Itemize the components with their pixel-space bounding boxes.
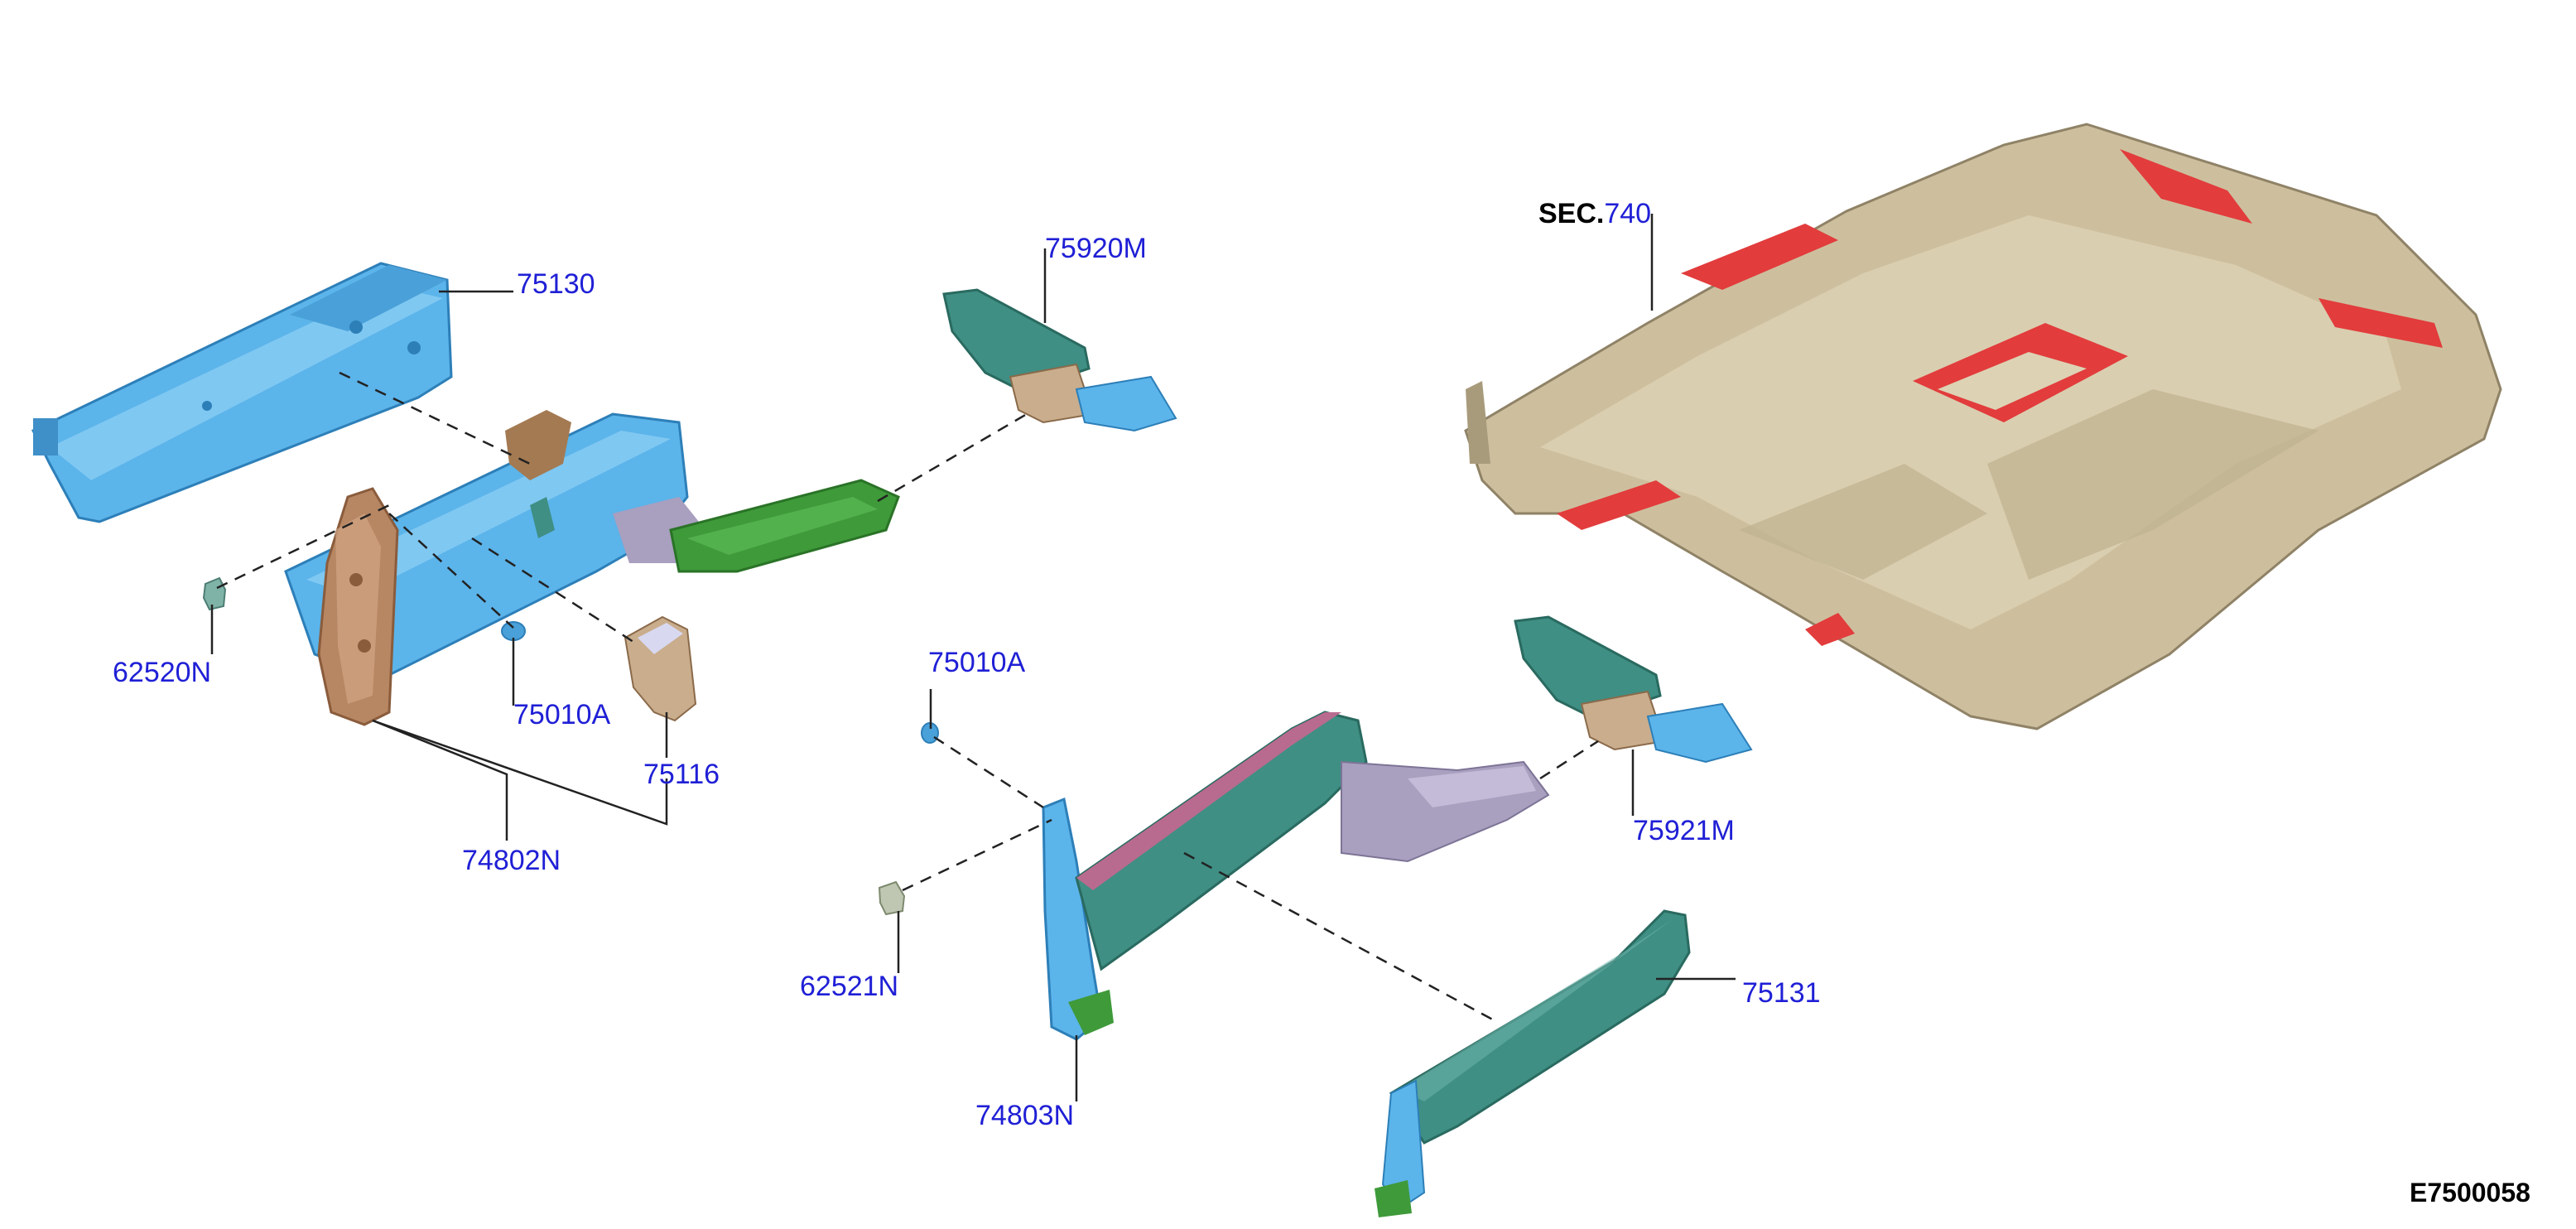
label-75921M: 75921M <box>1633 815 1735 846</box>
label-62521N: 62521N <box>800 971 899 1002</box>
part-75920M-box <box>942 288 1177 432</box>
figure-id: E7500058 <box>2410 1178 2530 1207</box>
part-75130-rail <box>31 262 453 523</box>
label-75130: 75130 <box>517 268 595 300</box>
part-75131-rail <box>1375 909 1691 1217</box>
label-75010A-left: 75010A <box>513 699 611 730</box>
label-75116: 75116 <box>643 759 720 790</box>
part-74802N-pillar <box>317 487 399 726</box>
part-side-member-right <box>1075 711 1550 971</box>
part-75010A-left <box>501 621 526 641</box>
part-75921M-box <box>1514 615 1753 764</box>
part-74803N-pillar <box>1042 797 1114 1041</box>
label-62520N: 62520N <box>113 657 212 688</box>
assembly-dashed-lines <box>216 371 1599 1024</box>
part-62521N-bracket <box>878 880 906 916</box>
floor-panel-sec740 <box>1464 123 2502 730</box>
sec-number: 740 <box>1604 198 1652 229</box>
label-74803N: 74803N <box>975 1100 1075 1131</box>
part-75116-bracket <box>624 615 697 722</box>
leader-lines <box>210 214 1736 1101</box>
label-74802N: 74802N <box>462 845 561 876</box>
part-62520N-bracket <box>202 576 227 611</box>
sec-prefix: SEC. <box>1538 198 1605 229</box>
label-75920M: 75920M <box>1045 233 1147 264</box>
label-sec-740: SEC.740 <box>1538 200 1651 228</box>
label-75010A-right: 75010A <box>928 647 1026 678</box>
label-75131: 75131 <box>1742 977 1821 1009</box>
